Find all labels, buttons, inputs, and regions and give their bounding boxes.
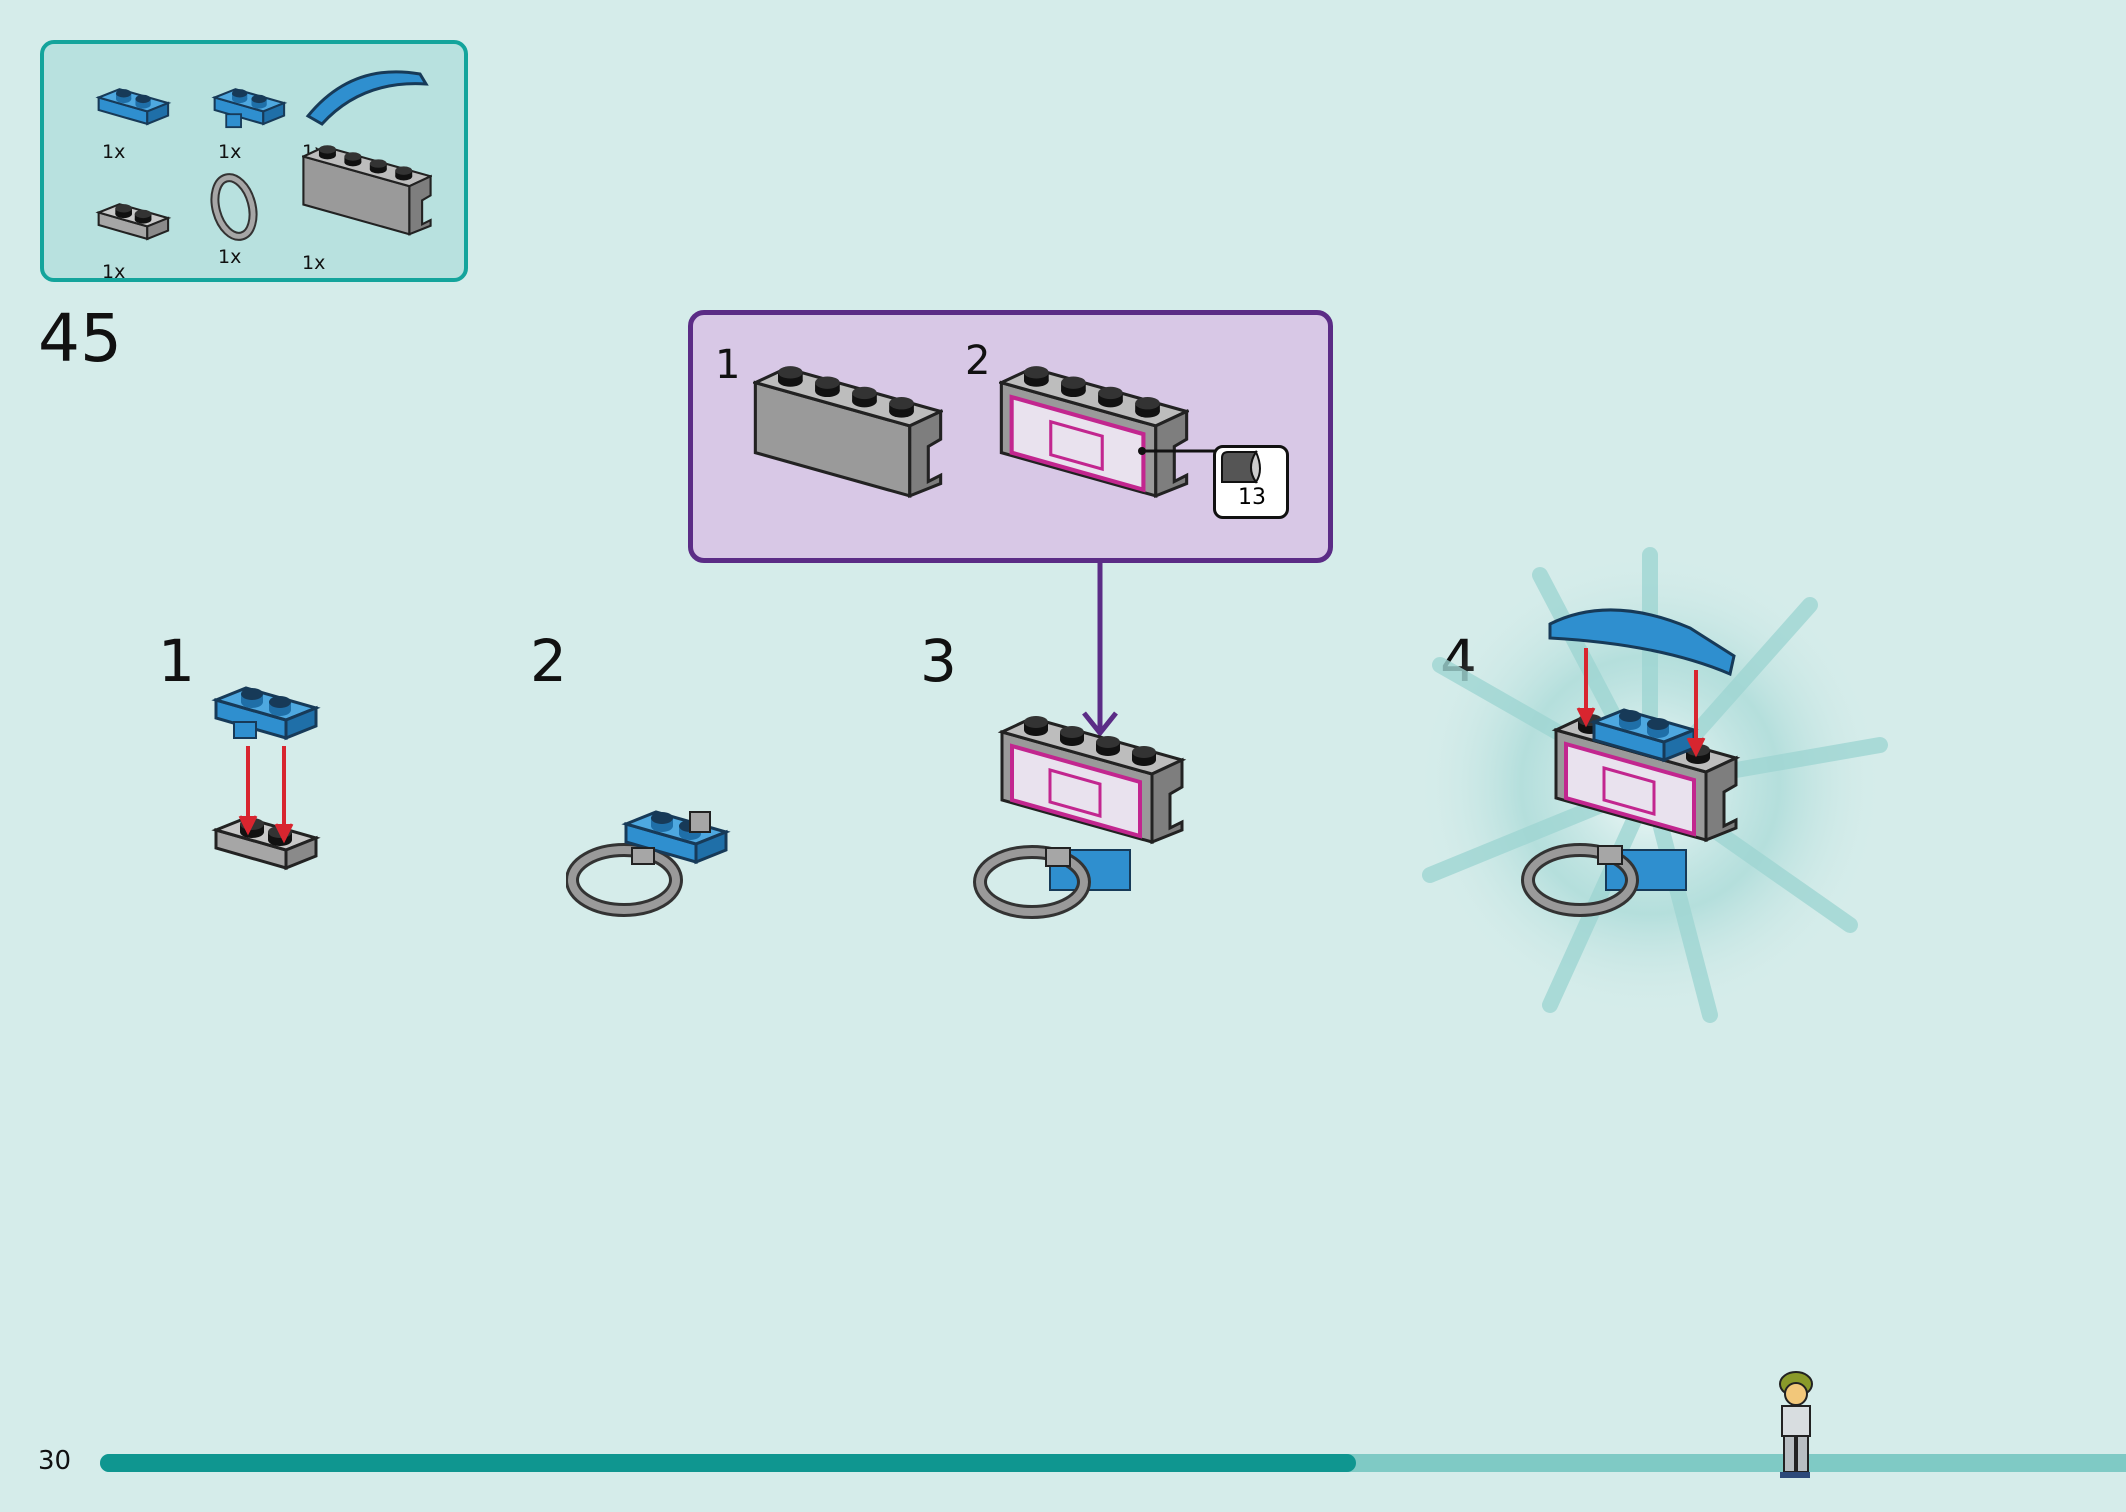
sub-step-number: 2	[965, 338, 991, 384]
part-gray-plate-clip: 1x	[88, 184, 188, 294]
part-blue-plate-clip: 1x	[204, 64, 304, 174]
main-step-number: 45	[38, 300, 122, 377]
step-3-figure	[972, 700, 1192, 920]
progress-fill	[100, 1454, 1357, 1472]
part-qty: 1x	[102, 261, 126, 283]
parts-list: 1x 1x 1x 1x 1x 1x	[40, 40, 468, 284]
gray-plate-clip-icon	[88, 184, 188, 254]
gray-panel-icon	[302, 134, 432, 244]
part-qty: 1x	[218, 246, 242, 268]
ring-icon	[210, 173, 258, 241]
part-gray-panel: 1x	[302, 134, 432, 284]
part-qty: 1x	[102, 141, 126, 163]
page-number: 30	[38, 1446, 72, 1476]
sticker-callout: 13	[1213, 445, 1289, 519]
step-number: 3	[920, 627, 957, 695]
step-number: 1	[158, 627, 195, 695]
decorated-panel-figure	[999, 360, 1189, 500]
blue-plate-1x2-icon	[88, 64, 188, 144]
part-qty: 1x	[218, 141, 242, 163]
sticker-number: 13	[1238, 485, 1266, 510]
step-4-figure	[1510, 608, 1780, 930]
part-blue-plate: 1x	[88, 64, 188, 174]
callout-arrow	[1082, 563, 1118, 738]
sticker-leader-line	[1138, 447, 1218, 455]
step-2-figure	[566, 800, 736, 930]
gray-panel-figure	[753, 360, 943, 500]
blue-plate-clip-icon	[204, 64, 304, 129]
step-number: 2	[530, 627, 567, 695]
part-ring: 1x	[204, 169, 304, 279]
sub-assembly-callout: 1 2 13	[688, 310, 1333, 563]
step-1-figure	[210, 676, 330, 896]
blue-curved-slope-icon	[305, 70, 429, 126]
minifigure-icon	[1779, 1371, 1813, 1478]
part-qty: 1x	[302, 252, 326, 274]
progress-bar	[100, 1454, 2126, 1472]
sub-step-number: 1	[715, 342, 741, 388]
sticker-icon	[1221, 449, 1261, 484]
